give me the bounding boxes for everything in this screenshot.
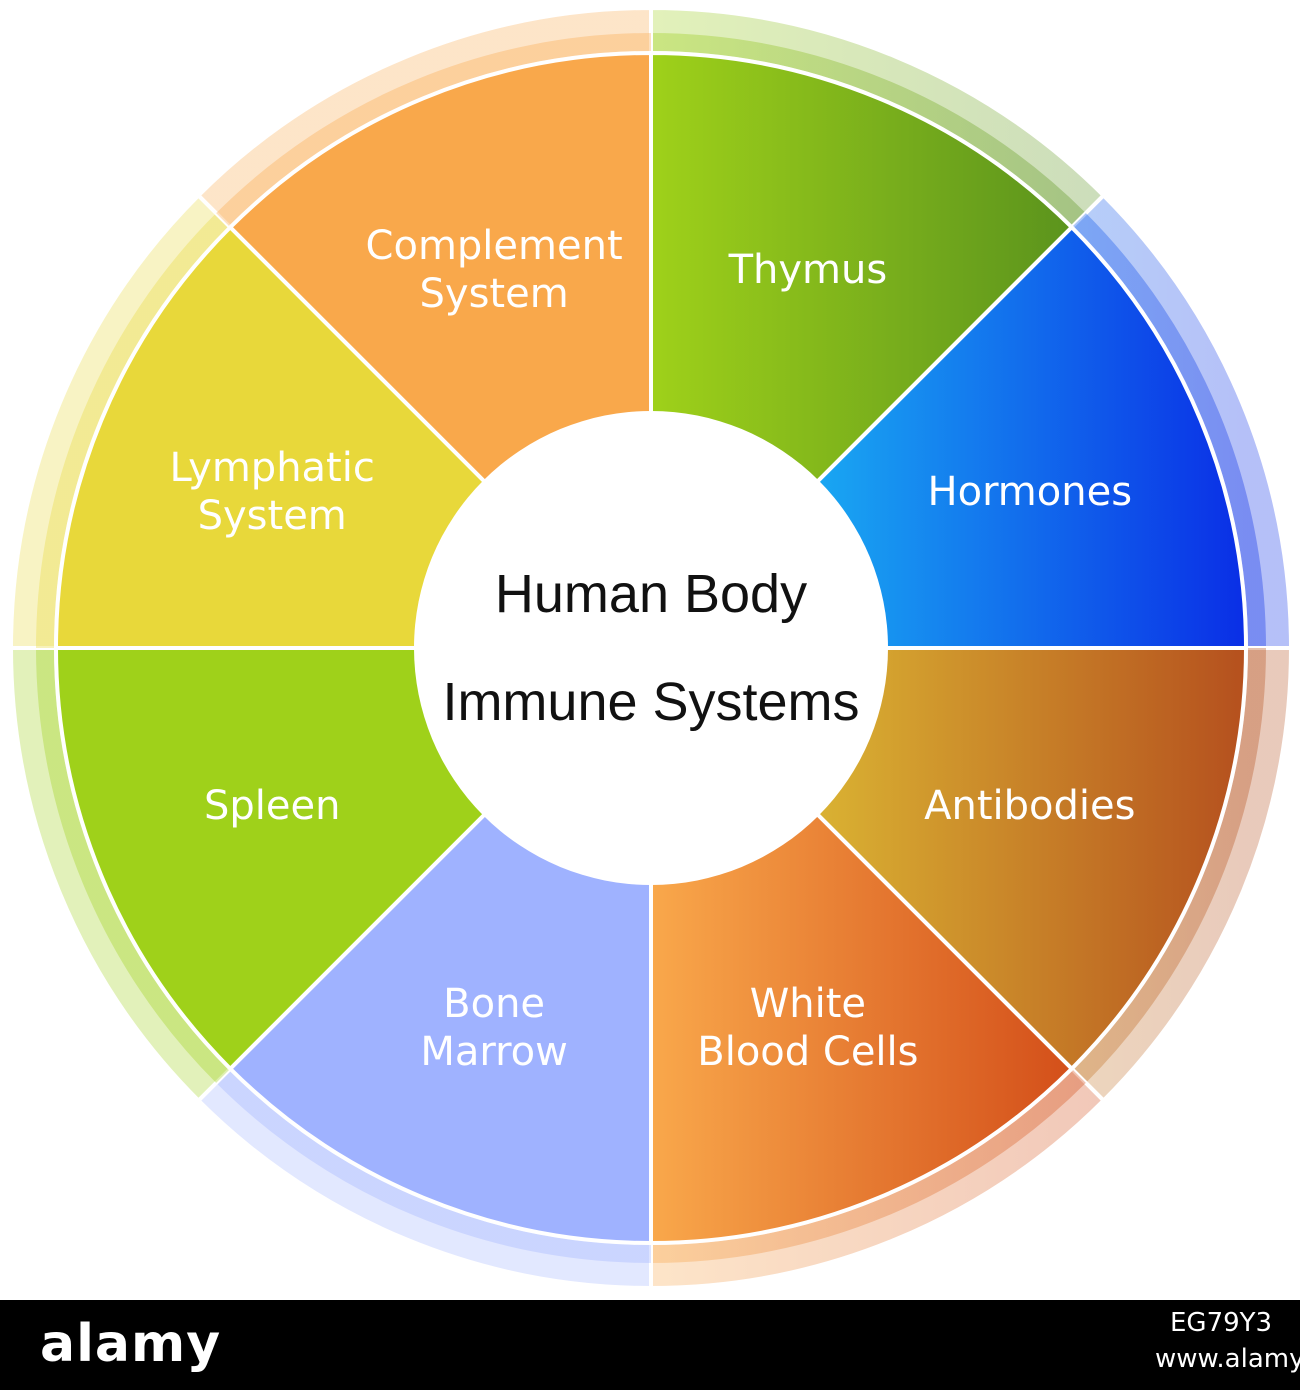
center-hub bbox=[414, 411, 888, 885]
segment-label-line: System bbox=[420, 271, 569, 317]
segment-label-line: Bone bbox=[443, 981, 545, 1027]
segment-label-line: Marrow bbox=[420, 1029, 568, 1075]
segment-rim-inner-bone-marrow bbox=[216, 1068, 651, 1263]
segment-rim-inner-spleen bbox=[36, 648, 231, 1083]
segment-label-spleen: Spleen bbox=[204, 783, 340, 829]
segment-label-line: Blood Cells bbox=[697, 1029, 918, 1075]
segment-rim-inner-thymus bbox=[651, 33, 1086, 228]
segment-label-line: Complement bbox=[366, 223, 623, 269]
segment-label-hormones: Hormones bbox=[928, 469, 1133, 515]
segment-rim-inner-complement-system bbox=[216, 33, 651, 228]
segment-label-line: Thymus bbox=[728, 247, 888, 293]
segment-rim-inner-lymphatic-system bbox=[36, 213, 231, 648]
segment-label-line: Hormones bbox=[928, 469, 1133, 515]
segment-rim-inner-white-blood-cells bbox=[651, 1068, 1086, 1263]
footer-bar: alamy EG79Y3 www.alamy.com bbox=[0, 1300, 1300, 1390]
segment-label-line: Spleen bbox=[204, 783, 340, 829]
segment-label-antibodies: Antibodies bbox=[924, 783, 1135, 829]
segment-rim-inner-antibodies bbox=[1071, 648, 1266, 1083]
segment-rim-inner-hormones bbox=[1071, 213, 1266, 648]
segment-label-line: Antibodies bbox=[924, 783, 1135, 829]
segment-label-line: System bbox=[198, 493, 347, 539]
center-title-line-1: Human Body bbox=[495, 564, 807, 624]
segment-label-line: Lymphatic bbox=[170, 445, 375, 491]
brand-logo: alamy bbox=[40, 1314, 222, 1374]
image-id: EG79Y3 bbox=[1170, 1308, 1273, 1338]
site-url: www.alamy.com bbox=[1155, 1344, 1300, 1374]
segment-label-line: White bbox=[750, 981, 866, 1027]
center-title-line-2: Immune Systems bbox=[442, 672, 859, 732]
segment-label-thymus: Thymus bbox=[728, 247, 888, 293]
